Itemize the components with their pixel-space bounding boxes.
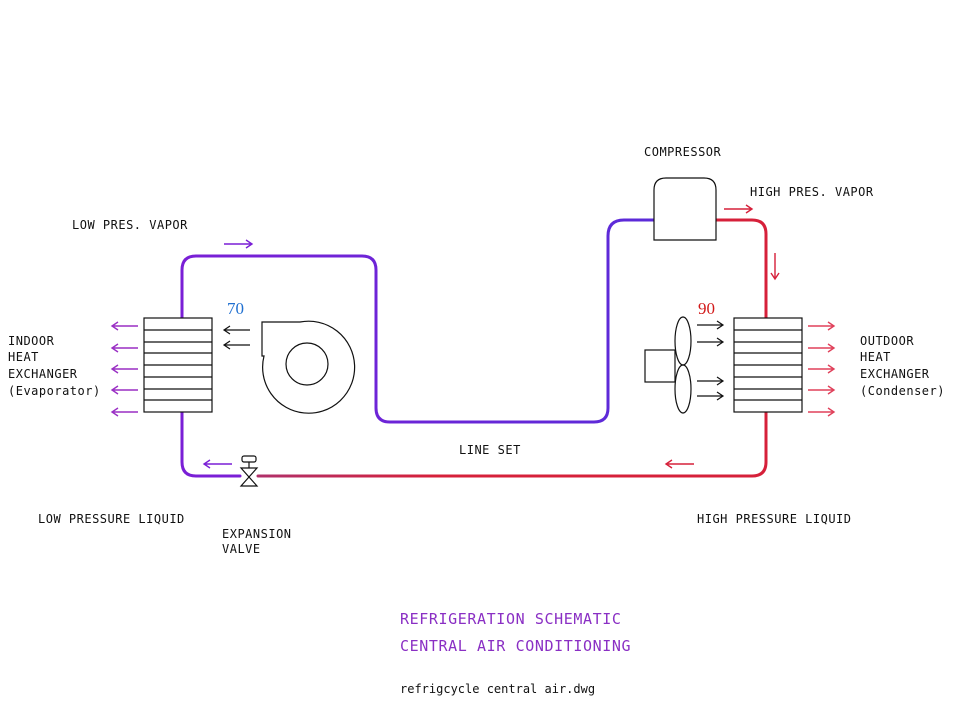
indoor-label-4: (Evaporator) xyxy=(8,384,101,398)
flow-arrow-high-vapor xyxy=(724,204,754,214)
indoor-label-1: INDOOR xyxy=(8,334,55,348)
compressor xyxy=(653,177,717,241)
low-pressure-liquid-label: LOW PRESSURE LIQUID xyxy=(38,512,185,526)
line-set-label: LINE SET xyxy=(459,443,521,457)
blower-airflow-arrows xyxy=(222,325,250,350)
flow-arrow-down xyxy=(770,253,780,281)
low-pres-vapor-label: LOW PRES. VAPOR xyxy=(72,218,188,232)
flow-arrow-high-liquid xyxy=(664,459,694,469)
outdoor-heat-exchanger xyxy=(733,317,803,413)
expansion-valve-icon xyxy=(239,455,259,487)
expansion-valve-label-1: EXPANSION xyxy=(222,527,292,541)
compressor-label: COMPRESSOR xyxy=(644,145,722,159)
high-pressure-liquid-label: HIGH PRESSURE LIQUID xyxy=(697,512,852,526)
flow-arrow-low-vapor xyxy=(224,239,254,249)
flow-arrow-low-liquid xyxy=(202,459,232,469)
title-line-1: REFRIGERATION SCHEMATIC xyxy=(400,610,622,628)
high-pres-vapor-label: HIGH PRES. VAPOR xyxy=(750,185,874,199)
title-line-2: CENTRAL AIR CONDITIONING xyxy=(400,637,631,655)
suction-line xyxy=(180,218,658,424)
outdoor-label-4: (Condenser) xyxy=(860,384,945,398)
outdoor-label-1: OUTDOOR xyxy=(860,334,914,348)
evaporator-return-line xyxy=(180,410,242,478)
filename: refrigcycle central air.dwg xyxy=(400,682,595,696)
fan-airflow-arrows xyxy=(697,320,725,401)
liquid-line xyxy=(256,410,768,478)
condenser-fan-icon xyxy=(644,316,692,414)
outdoor-label-2: HEAT xyxy=(860,350,891,364)
indoor-label-3: EXCHANGER xyxy=(8,367,78,381)
outdoor-temperature: 90 xyxy=(698,299,715,318)
indoor-air-arrows xyxy=(110,321,138,417)
indoor-heat-exchanger xyxy=(143,317,213,413)
indoor-blower-icon xyxy=(261,320,356,414)
indoor-temperature: 70 xyxy=(227,299,244,318)
discharge-line xyxy=(714,218,768,320)
expansion-valve-label-2: VALVE xyxy=(222,542,261,556)
outdoor-label-3: EXCHANGER xyxy=(860,367,930,381)
outdoor-air-arrows xyxy=(808,321,836,417)
indoor-label-2: HEAT xyxy=(8,350,39,364)
